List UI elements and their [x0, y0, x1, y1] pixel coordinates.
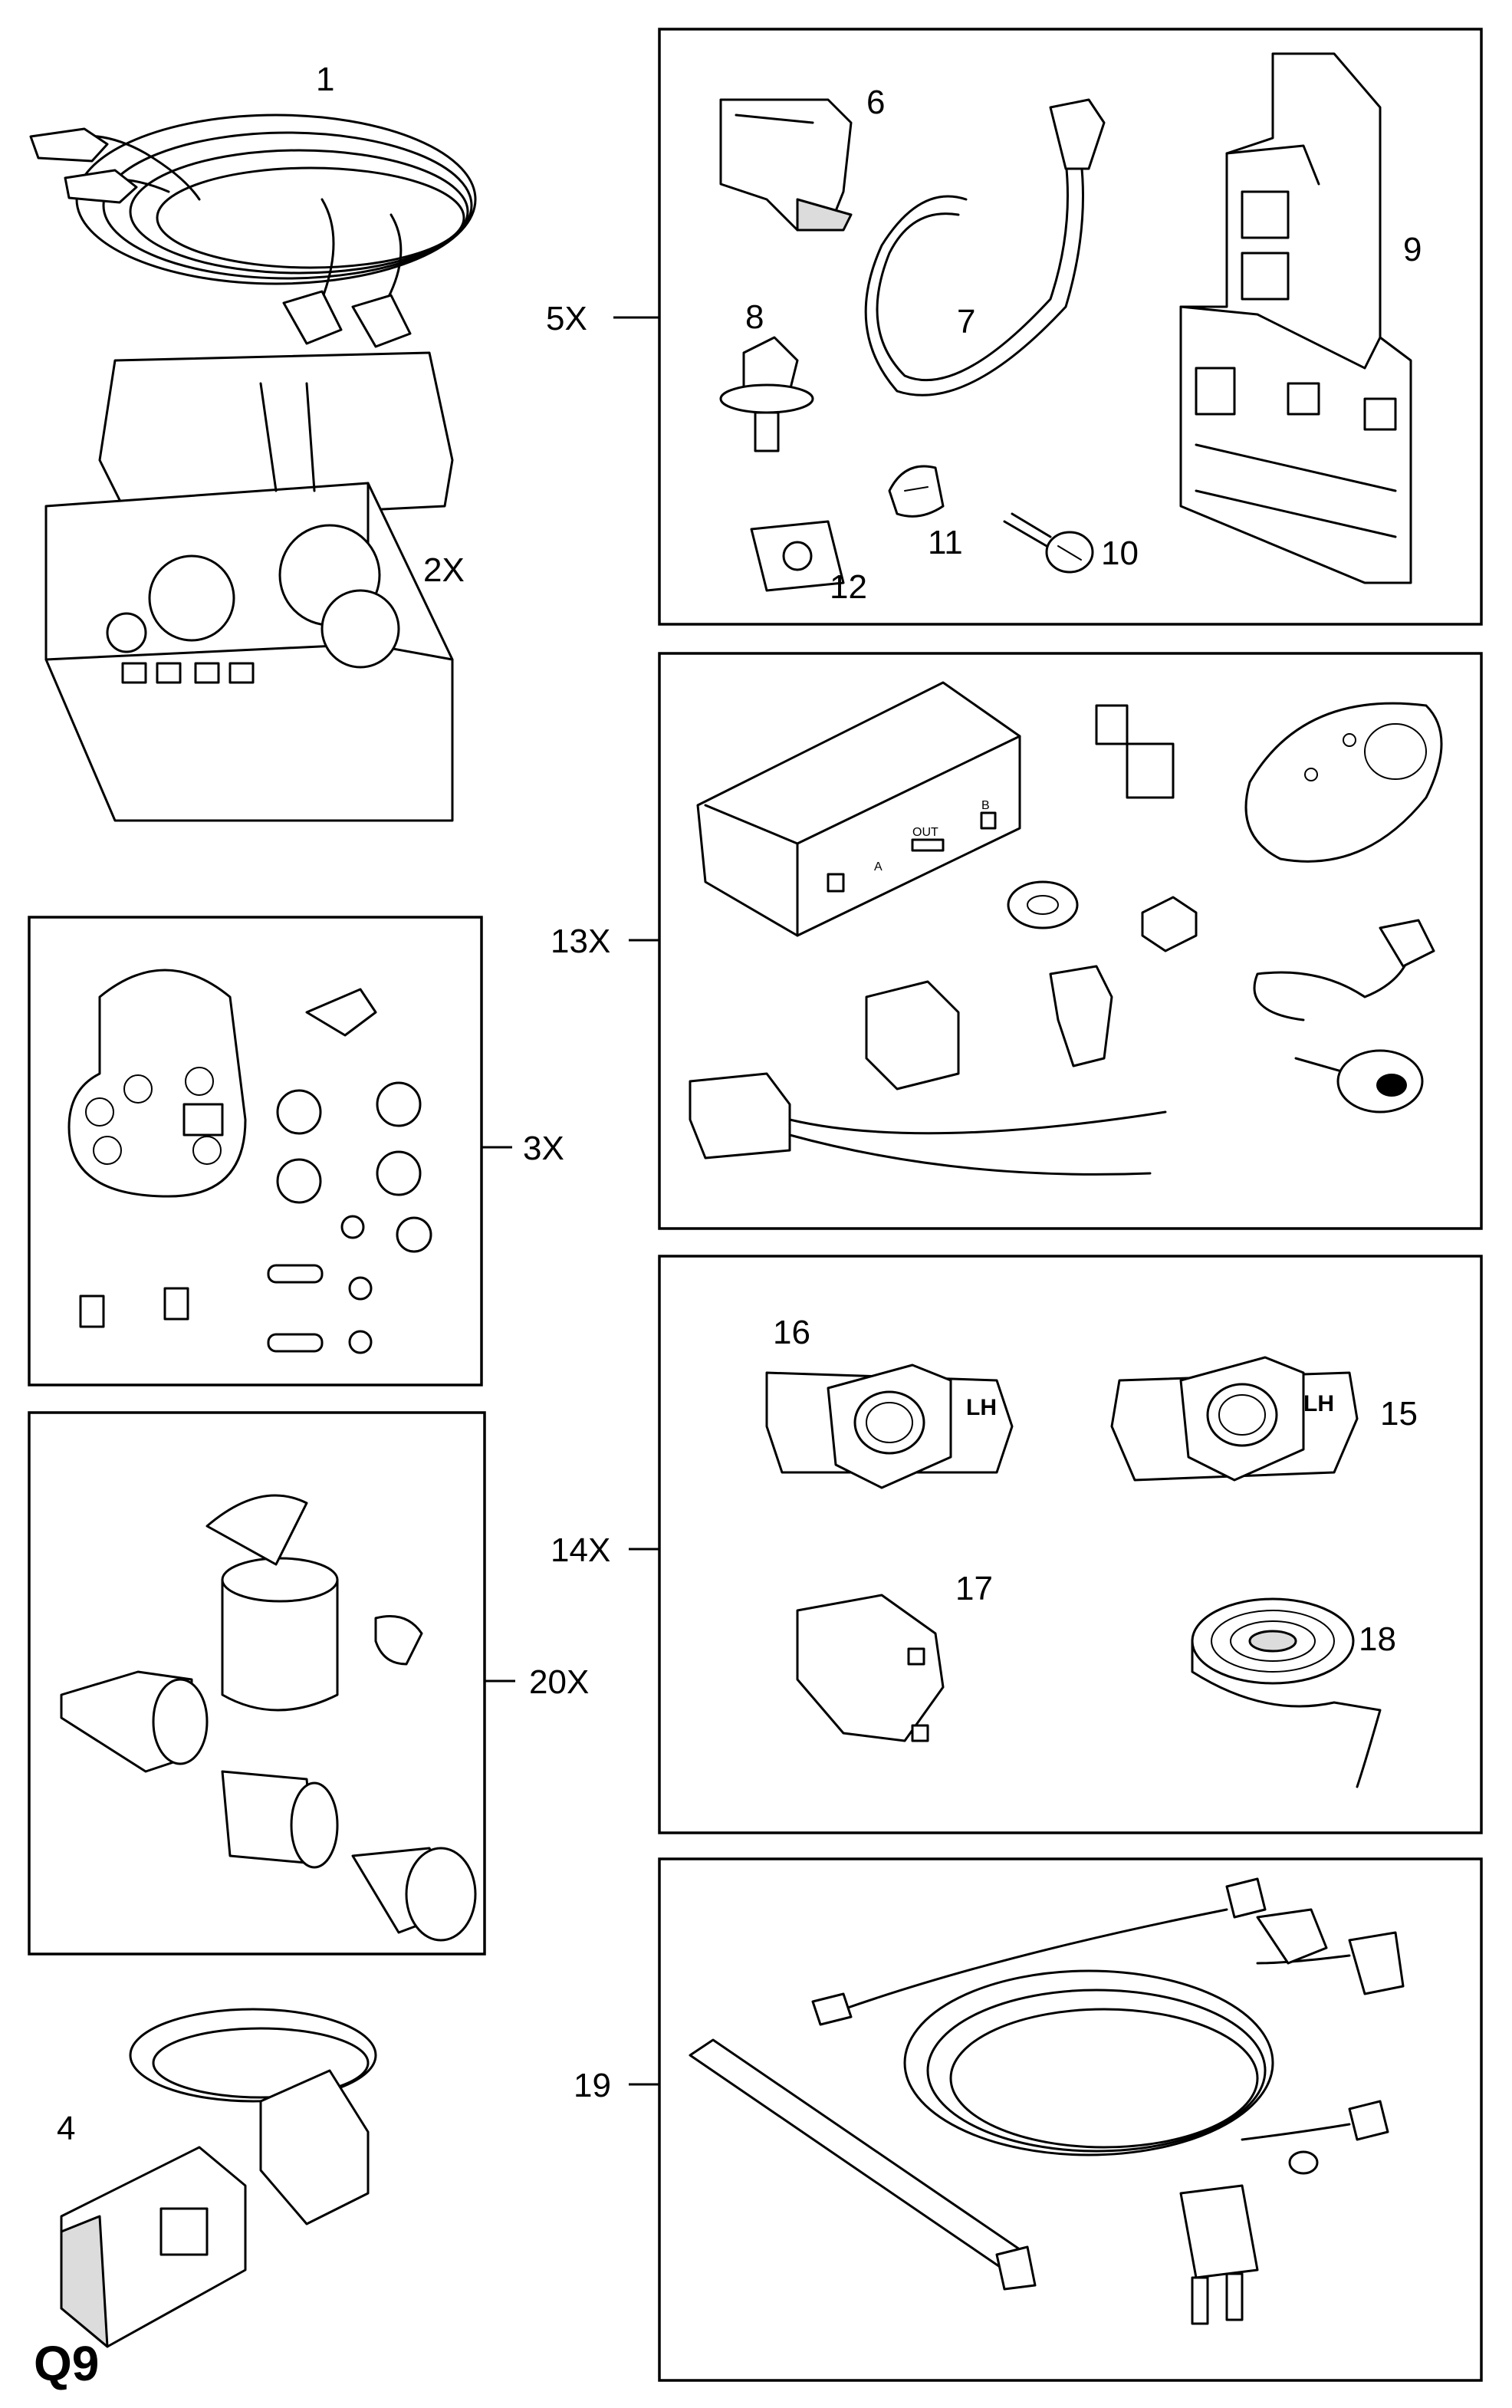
callout-8: 8 [745, 298, 764, 336]
marking-a: A [874, 860, 883, 873]
part-3x-bulb-kit [67, 969, 432, 1354]
frame-group-19 [658, 1857, 1483, 2382]
callout-14x: 14X [551, 1531, 610, 1569]
callout-5x: 5X [546, 300, 587, 337]
part-8-push-pin [719, 336, 814, 452]
frame-group-5x [658, 28, 1483, 626]
callout-17: 17 [955, 1570, 993, 1607]
marking-lh-15: LH [1303, 1391, 1334, 1416]
callout-9: 9 [1403, 231, 1422, 268]
part-15-sensor-holder [1110, 1356, 1359, 1482]
part-16-sensor-holder [765, 1364, 1014, 1489]
part-13x-parking-sensor-kit [689, 681, 1443, 1176]
callout-7: 7 [957, 303, 975, 340]
callout-13x: 13X [551, 923, 610, 960]
frame-group-3x [28, 916, 483, 1387]
callout-11: 11 [928, 524, 963, 561]
callout-18: 18 [1359, 1620, 1396, 1658]
marking-b: B [981, 799, 990, 812]
diagram-code: Q9 [34, 2336, 99, 2391]
frame-group-20x [28, 1411, 486, 1956]
part-12-nut [750, 520, 845, 592]
marking-lh-16: LH [966, 1395, 997, 1420]
callout-15: 15 [1380, 1395, 1418, 1433]
callout-10: 10 [1101, 535, 1139, 572]
part-19-wiring-harness [689, 1877, 1405, 2325]
part-6-clip [719, 98, 853, 232]
callout-3x: 3X [523, 1130, 564, 1167]
part-17-sensor-clip [796, 1594, 945, 1742]
part-9-bracket [1179, 52, 1412, 584]
part-18-adhesive-tape-roll [1191, 1597, 1382, 1788]
callout-20x: 20X [529, 1663, 589, 1701]
callout-6: 6 [866, 84, 885, 121]
part-2x-bulb-kit-box [44, 351, 454, 822]
part-10-screw [1003, 512, 1094, 574]
part-1-jumper-cables [29, 113, 477, 348]
callout-12: 12 [830, 568, 867, 606]
callout-1: 1 [316, 61, 334, 98]
part-4-power-harness [60, 2008, 377, 2348]
callout-16: 16 [773, 1314, 810, 1351]
part-11-clip [888, 465, 945, 518]
marking-out: OUT [912, 826, 938, 839]
callout-2x: 2X [423, 551, 465, 589]
callout-19: 19 [574, 2067, 611, 2104]
part-20x-cigar-lighter [60, 1494, 477, 1942]
callout-4: 4 [57, 2110, 75, 2147]
frame-group-14x [658, 1255, 1483, 1834]
part-7-cable-tie [864, 98, 1106, 396]
